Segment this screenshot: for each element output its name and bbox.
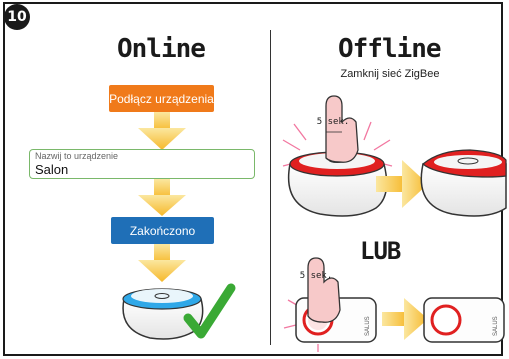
- hold-time-label-2: 5 sek.: [300, 271, 333, 281]
- device-name-label: Nazwij to urządzenie: [35, 151, 119, 161]
- or-label: LUB: [360, 237, 401, 265]
- hold-time-label-1: 5 sek.: [317, 117, 350, 127]
- down-arrow-1: [138, 112, 186, 150]
- step-number-badge: 10: [4, 4, 30, 30]
- down-arrow-2: [138, 179, 186, 216]
- column-divider: [270, 30, 271, 345]
- online-heading: Online: [117, 34, 206, 64]
- close-network-instruction: Zamknij sieć ZigBee: [340, 68, 440, 80]
- connect-devices-button[interactable]: Podłącz urządzenia: [109, 85, 214, 112]
- finished-button[interactable]: Zakończono: [111, 217, 214, 244]
- gateway-device-online: [122, 288, 204, 340]
- gateway-device-offline-2: [420, 149, 507, 217]
- device-name-field[interactable]: Nazwij to urządzenie Salon: [29, 149, 255, 179]
- brand-label-2: SALUS: [493, 316, 499, 336]
- finger-press-icon-1: [325, 95, 359, 163]
- offline-heading: Offline: [338, 34, 442, 64]
- right-arrow-2: [382, 298, 428, 340]
- checkmark-icon: [183, 283, 236, 339]
- right-arrow-1: [376, 160, 428, 208]
- usb-coordinator-2: [423, 297, 505, 343]
- device-name-value: Salon: [35, 162, 69, 177]
- finger-press-icon-2: [307, 257, 341, 323]
- down-arrow-3: [138, 244, 186, 282]
- brand-label-1: SALUS: [365, 316, 371, 336]
